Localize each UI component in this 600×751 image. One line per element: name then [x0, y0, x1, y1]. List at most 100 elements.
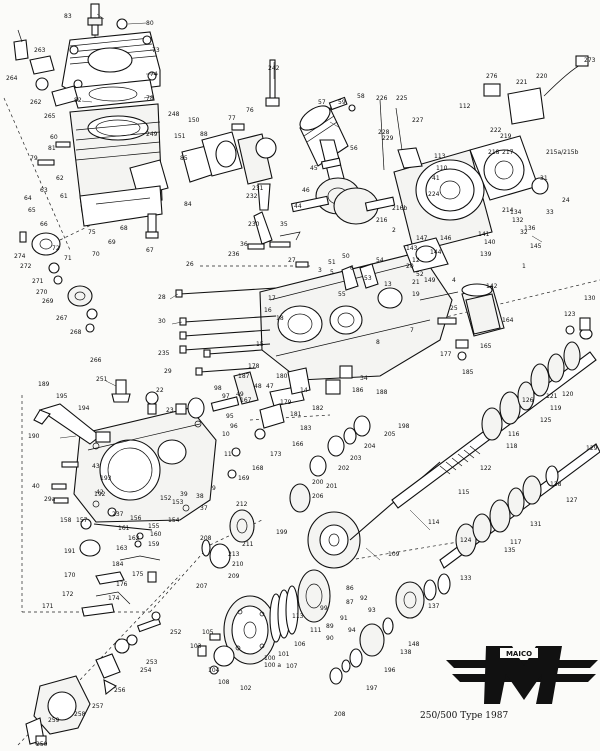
callout-264: 264 [6, 75, 18, 82]
logo-text: MAICO [506, 650, 532, 658]
callout-26: 26 [186, 261, 194, 268]
callout-107: 107 [286, 663, 298, 670]
callout-122: 122 [480, 465, 492, 472]
callout-183: 183 [300, 425, 312, 432]
callout-44: 44 [294, 203, 302, 210]
callout-146: 146 [440, 235, 452, 242]
callout-114: 114 [428, 519, 440, 526]
callout-218: 218 [488, 149, 500, 156]
callout-272: 272 [20, 263, 32, 270]
callout-8: 8 [376, 339, 380, 346]
callout-39: 39 [180, 491, 188, 498]
callout-175: 175 [132, 571, 144, 578]
callout-210: 210 [232, 561, 244, 568]
callout-242: 242 [268, 65, 280, 72]
callout-189: 189 [38, 381, 50, 388]
callout-134: 134 [510, 209, 522, 216]
callout-155: 155 [148, 523, 160, 530]
callout-164: 164 [502, 317, 514, 324]
callout-20: 20 [406, 263, 414, 270]
callout-206: 206 [312, 493, 324, 500]
callout-152: 152 [160, 495, 172, 502]
callout-82: 82 [74, 97, 82, 104]
callout-256: 256 [114, 687, 126, 694]
callout-145: 145 [530, 243, 542, 250]
callout-23: 23 [166, 407, 174, 414]
callout-267: 267 [56, 315, 68, 322]
callout-4: 4 [452, 277, 456, 284]
callout-268: 268 [70, 329, 82, 336]
callout-15: 15 [256, 341, 264, 348]
callout-87: 87 [346, 599, 354, 606]
callout-89: 89 [326, 623, 334, 630]
callout-11: 11 [224, 451, 232, 458]
leader-lines [59, 13, 543, 561]
callout-216b: 216b [392, 205, 407, 212]
right-fasteners [565, 317, 591, 335]
head-gasket [71, 79, 155, 109]
clutch-discs [269, 511, 361, 643]
callout-113b: 113 [292, 613, 304, 620]
callout-211: 211 [242, 541, 254, 548]
callout-79: 79 [30, 155, 38, 162]
callout-37: 37 [200, 505, 208, 512]
callout-116: 116 [508, 431, 520, 438]
callout-110: 110 [436, 165, 448, 172]
callout-99: 99 [320, 605, 328, 612]
callout-178: 178 [248, 363, 260, 370]
lower-gear-cluster [329, 573, 451, 685]
callout-85: 85 [180, 155, 188, 162]
cover-fasteners [51, 379, 159, 530]
callout-42: 42 [96, 489, 104, 496]
callout-265: 265 [44, 113, 56, 120]
callout-17: 17 [268, 295, 276, 302]
callout-226: 226 [376, 95, 388, 102]
callout-251: 251 [96, 376, 108, 383]
callout-112: 112 [459, 103, 471, 110]
callout-135: 135 [504, 547, 516, 554]
callout-259: 259 [48, 717, 60, 724]
callout-81: 81 [48, 145, 56, 152]
callout-45: 45 [310, 165, 318, 172]
callout-102: 102 [240, 685, 252, 692]
callout-108: 108 [218, 679, 230, 686]
callout-169: 169 [238, 475, 250, 482]
callout-144: 144 [430, 249, 442, 256]
callout-220: 220 [536, 73, 548, 80]
callout-18: 18 [276, 315, 284, 322]
decompressor-parts [13, 29, 79, 107]
callout-92: 92 [360, 595, 368, 602]
callout-48: 48 [254, 383, 262, 390]
callout-73: 73 [152, 47, 160, 54]
callout-136: 136 [524, 225, 536, 232]
callout-128: 128 [550, 481, 562, 488]
callout-129: 129 [586, 445, 598, 452]
callout-103: 103 [190, 643, 202, 650]
callout-29a: 29a [44, 496, 56, 503]
callout-69: 69 [108, 239, 116, 246]
callout-119: 119 [550, 405, 562, 412]
callout-271: 271 [32, 278, 44, 285]
callout-153: 153 [172, 499, 184, 506]
callout-118: 118 [506, 443, 518, 450]
callout-140: 140 [484, 239, 496, 246]
callout-56: 56 [350, 145, 358, 152]
callout-173: 173 [270, 451, 282, 458]
callout-59: 59 [338, 99, 346, 106]
callout-83: 83 [64, 13, 72, 20]
callout-93: 93 [368, 607, 376, 614]
callout-199: 199 [276, 529, 288, 536]
callout-57: 57 [318, 99, 326, 106]
water-pump [25, 611, 162, 745]
callout-182: 182 [312, 405, 324, 412]
callout-212: 212 [236, 501, 248, 508]
ignition-stator [379, 55, 589, 253]
callout-78: 78 [146, 95, 154, 102]
callout-75: 75 [88, 229, 96, 236]
clutch-basket [197, 595, 277, 675]
callout-77: 77 [228, 115, 236, 122]
callout-1: 1 [522, 263, 526, 270]
kickstart-cover-parts [19, 231, 98, 333]
shift-drum-forks [175, 365, 353, 479]
callout-34: 34 [360, 375, 368, 382]
